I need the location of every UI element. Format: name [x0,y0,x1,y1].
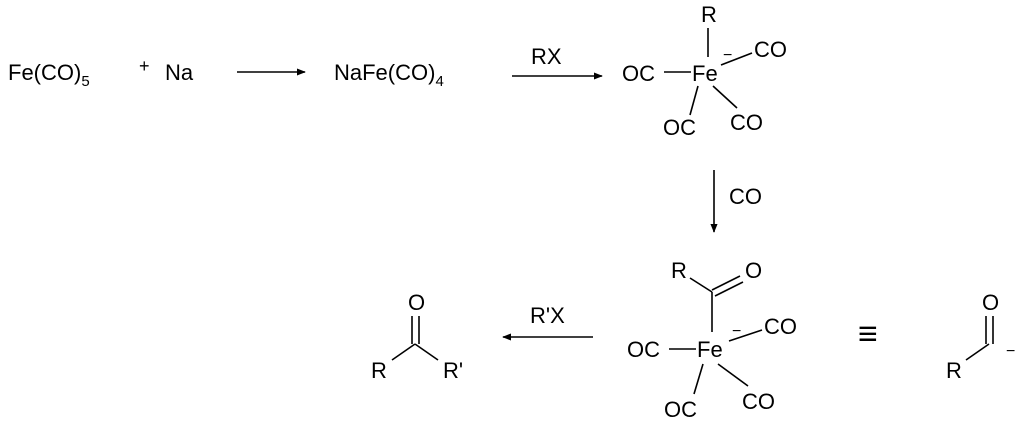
alkyl-metal-fe: Fe [692,61,718,86]
acyl-r-label: R [671,258,687,283]
acyl-iron-complex: R O Fe − OC CO OC CO [627,258,797,422]
reagent-rx-label: RX [531,44,562,69]
ketone-rp-label: R' [443,358,463,383]
alkyl-iron-complex: R Fe − OC CO OC CO [622,2,787,140]
reactant-na: Na [165,60,194,85]
alkyl-charge: − [723,47,732,64]
acyl-anion: O R − [946,290,1015,383]
alkyl-ligand-oc-lower-left: OC [663,115,696,140]
acyl-ligand-co-lower-right: CO [742,389,775,414]
acyl-anion-o-label: O [982,290,999,315]
equivalence-sign: ≡ [858,315,878,353]
acyl-anion-charge: − [1006,343,1015,360]
reactant-fe-co5: Fe(CO)5 [8,60,90,90]
reagent-rpx-label: R'X [530,303,565,328]
ketone-product: O R R' [371,290,463,383]
plus-sign: + [139,56,150,76]
acyl-o-label: O [745,258,762,283]
reagent-co-label: CO [729,184,762,209]
acyl-charge: − [732,323,741,340]
ketone-r-label: R [371,358,387,383]
acyl-ligand-co-upper-right: CO [764,314,797,339]
acyl-metal-fe: Fe [697,337,723,362]
intermediate-nafe-co4: NaFe(CO)4 [334,60,444,90]
acyl-ligand-oc-lower-left: OC [664,397,697,422]
alkyl-ligand-co-upper-right: CO [754,37,787,62]
alkyl-ligand-oc-left: OC [622,61,655,86]
ketone-o-label: O [408,290,425,315]
acyl-ligand-oc-left: OC [627,337,660,362]
alkyl-ligand-co-lower-right: CO [730,110,763,135]
acyl-anion-r-label: R [946,358,962,383]
alkyl-r-label: R [701,2,717,27]
